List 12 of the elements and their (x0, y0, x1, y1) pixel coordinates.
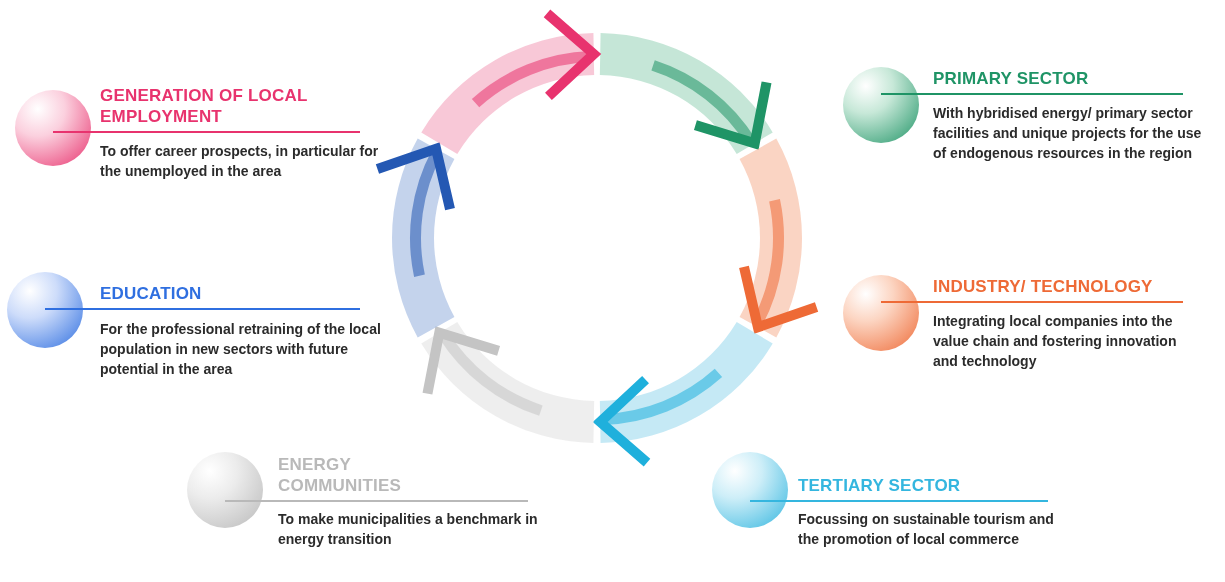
description-text: Focussing on sustainable tourism and the promotion of local commerce (798, 510, 1055, 549)
section-heading: EDUCATION (100, 283, 203, 304)
description-text: With hybridised energy/ primary sector facilities and unique projects for the use of endogenous resources in the region (933, 104, 1203, 163)
section-heading: ENERGY COMMUNITIES (278, 454, 403, 496)
description-text: To offer career prospects, in particular for the unemployed in the area (100, 142, 380, 181)
description-text: To make municipalities a benchmark in energy transition (278, 510, 539, 549)
description-text: Integrating local companies into the value chain and fostering innovation and technology (933, 312, 1178, 371)
section-heading: TERTIARY SECTOR (798, 475, 962, 496)
section-heading: GENERATION OF LOCAL EMPLOYMENT (100, 85, 309, 127)
description-text: For the professional retraining of the local population in new sectors with future potential in the area (100, 320, 382, 379)
section-heading: PRIMARY SECTOR (933, 68, 1090, 89)
section-heading: INDUSTRY/ TECHNOLOGY (933, 276, 1154, 297)
